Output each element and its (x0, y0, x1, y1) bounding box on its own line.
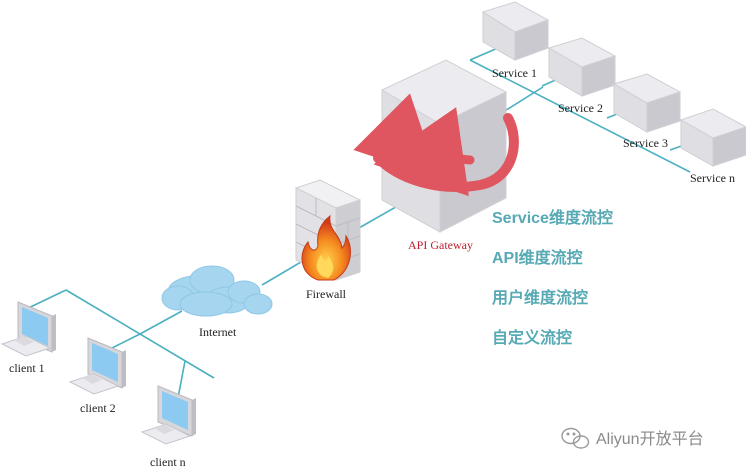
computer-icon-1 (0, 301, 56, 357)
service-label-2: Service 2 (558, 101, 603, 115)
internet-label: Internet (199, 325, 237, 339)
firewall-label: Firewall (306, 287, 347, 301)
service-label-3: Service 3 (623, 136, 668, 150)
watermark-text: Aliyun开放平台 (596, 430, 704, 448)
rotation-arrow-icon (353, 93, 519, 197)
client-label-1: client 1 (9, 361, 45, 375)
flow-control-item-2: API维度流控 (492, 248, 583, 267)
cloud-icon (161, 265, 273, 317)
flow-control-item-4: 自定义流控 (492, 328, 572, 347)
computer-icon-n (140, 385, 196, 445)
service-cube-2 (547, 37, 617, 97)
client-label-n: client n (150, 455, 186, 469)
gateway-label: API Gateway (408, 238, 473, 252)
computer-icon-2 (68, 337, 126, 395)
client-label-2: client 2 (80, 401, 116, 415)
service-label-1: Service 1 (492, 66, 537, 80)
wechat-icon (561, 427, 590, 449)
flow-control-item-1: Service维度流控 (492, 208, 613, 227)
service-cube-n (679, 108, 746, 167)
flame-icon (301, 214, 351, 281)
flow-control-item-3: 用户维度流控 (492, 288, 588, 307)
service-cube-1 (481, 1, 550, 61)
service-label-n: Service n (690, 171, 735, 185)
service-cube-3 (612, 73, 682, 133)
